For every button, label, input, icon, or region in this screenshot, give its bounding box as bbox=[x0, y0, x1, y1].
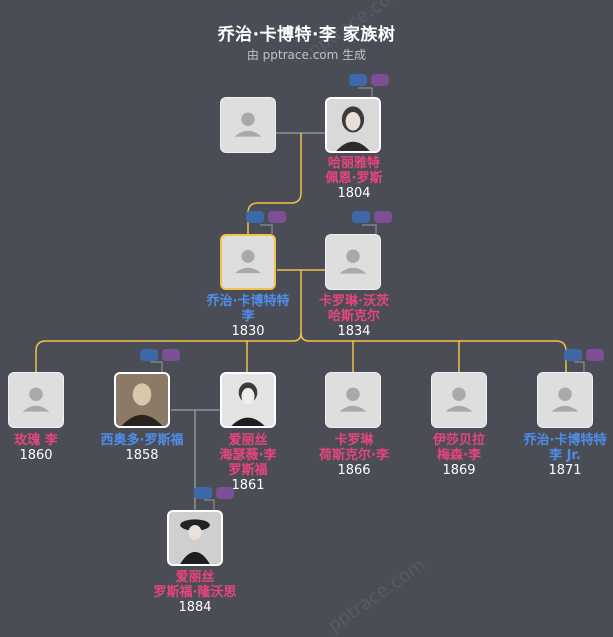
page-title: 乔治·卡博特·李 家族树 bbox=[217, 25, 396, 45]
person-card-rose[interactable] bbox=[8, 372, 64, 428]
expand-parents-toggle[interactable] bbox=[349, 74, 367, 86]
person-label-alice-longworth: 爱丽丝 罗斯福·隆沃思 1884 bbox=[153, 570, 237, 615]
person-card-caroline[interactable] bbox=[325, 372, 381, 428]
person-card-unknown-father[interactable] bbox=[220, 97, 276, 153]
expand-children-toggle[interactable] bbox=[371, 74, 389, 86]
person-label-alice: 爱丽丝 海瑟薇·李 罗斯福 1861 bbox=[219, 433, 277, 493]
person-label-george-jr: 乔治·卡博特特 李 Jr. 1871 bbox=[523, 433, 607, 478]
line-grandparents-to-george bbox=[247, 133, 302, 236]
expand-toggle-caroline-haskell[interactable] bbox=[352, 211, 392, 223]
person-label-rose: 玫瑰 李 1860 bbox=[14, 433, 58, 463]
person-card-george[interactable] bbox=[220, 234, 276, 290]
portrait-photo-icon bbox=[169, 512, 221, 564]
person-placeholder-icon bbox=[339, 387, 367, 412]
person-label-caroline-haskell: 卡罗琳·沃茨 哈斯克尔 1834 bbox=[319, 294, 389, 339]
page-subtitle: 由 pptrace.com 生成 bbox=[246, 48, 367, 62]
portrait-photo-icon bbox=[116, 374, 168, 426]
person-card-harriet[interactable] bbox=[325, 97, 381, 153]
expand-parents-toggle[interactable] bbox=[194, 487, 212, 499]
person-card-theodore[interactable] bbox=[114, 372, 170, 428]
expand-parents-toggle[interactable] bbox=[140, 349, 158, 361]
line-george-to-children bbox=[35, 270, 302, 374]
expand-children-toggle[interactable] bbox=[374, 211, 392, 223]
expand-children-toggle[interactable] bbox=[586, 349, 604, 361]
person-placeholder-icon bbox=[22, 387, 50, 412]
person-label-harriet: 哈丽雅特 佩恩·罗斯 1804 bbox=[325, 156, 383, 201]
expand-children-toggle[interactable] bbox=[162, 349, 180, 361]
expand-children-toggle[interactable] bbox=[268, 211, 286, 223]
person-label-isabella: 伊莎贝拉 梅森·李 1869 bbox=[432, 433, 485, 478]
person-card-alice[interactable] bbox=[220, 372, 276, 428]
person-placeholder-icon bbox=[235, 249, 261, 274]
expand-toggle-theodore[interactable] bbox=[140, 349, 180, 361]
expand-toggle-george-jr[interactable] bbox=[564, 349, 604, 361]
expand-toggle-george[interactable] bbox=[246, 211, 286, 223]
expand-toggle-alice-longworth[interactable] bbox=[194, 487, 234, 499]
person-label-theodore: 西奥多·罗斯福 1858 bbox=[100, 433, 184, 463]
person-card-isabella[interactable] bbox=[431, 372, 487, 428]
person-label-caroline: 卡罗琳 荷斯克尔·李 1866 bbox=[319, 433, 389, 478]
person-label-george: 乔治·卡博特特 李 1830 bbox=[206, 294, 290, 339]
portrait-photo-icon bbox=[327, 99, 379, 151]
expand-toggle-harriet[interactable] bbox=[349, 74, 389, 86]
tree-connectors bbox=[35, 87, 585, 512]
person-placeholder-icon bbox=[234, 112, 262, 137]
person-placeholder-icon bbox=[445, 387, 473, 412]
person-card-alice-longworth[interactable] bbox=[167, 510, 223, 566]
expand-parents-toggle[interactable] bbox=[246, 211, 264, 223]
expand-parents-toggle[interactable] bbox=[352, 211, 370, 223]
person-card-george-jr[interactable] bbox=[537, 372, 593, 428]
person-placeholder-icon bbox=[339, 249, 367, 274]
portrait-photo-icon bbox=[222, 374, 274, 426]
expand-parents-toggle[interactable] bbox=[564, 349, 582, 361]
expand-children-toggle[interactable] bbox=[216, 487, 234, 499]
person-placeholder-icon bbox=[551, 387, 579, 412]
person-card-caroline-haskell[interactable] bbox=[325, 234, 381, 290]
